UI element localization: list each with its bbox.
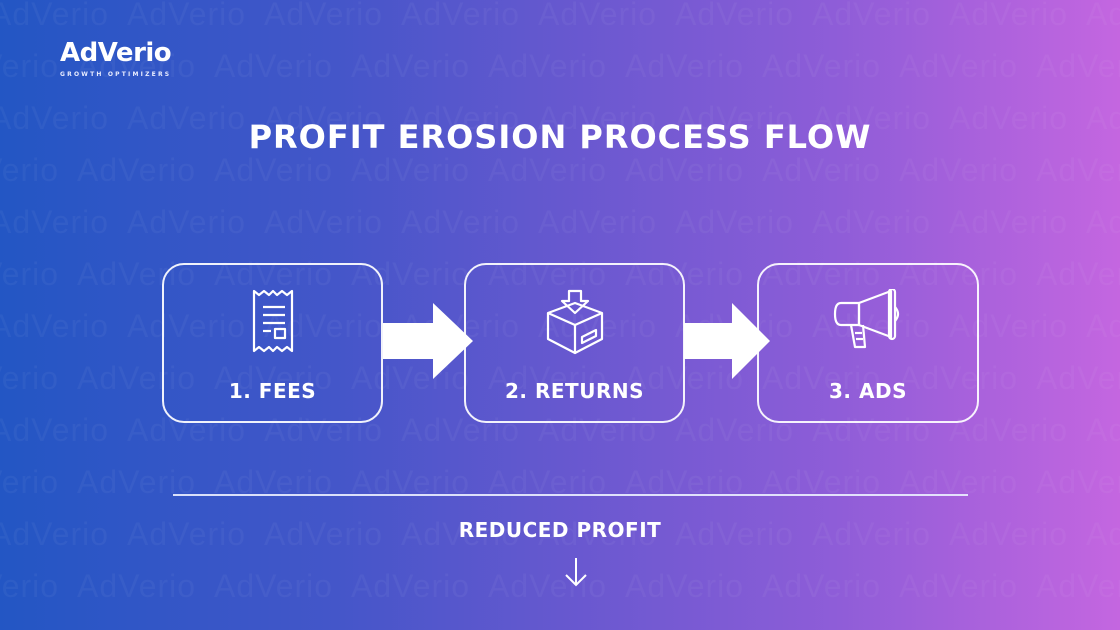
page-title: PROFIT EROSION PROCESS FLOW <box>248 118 872 156</box>
brand-logo: AdVerio GROWTH OPTIMIZERS <box>60 38 172 78</box>
brand-name: AdVerio <box>60 38 172 68</box>
step-label: 1. FEES <box>228 379 317 403</box>
flow-arrow-icon <box>684 303 770 383</box>
watermark-row: AdVerioAdVerioAdVerioAdVerioAdVerioAdVer… <box>0 152 1120 189</box>
step-returns: 2. RETURNS <box>464 263 685 423</box>
flow-arrow-icon <box>383 303 473 383</box>
step-label: 2. RETURNS <box>505 379 644 403</box>
watermark-row: AdVerioAdVerioAdVerioAdVerioAdVerioAdVer… <box>0 204 1120 241</box>
watermark-row: AdVerioAdVerioAdVerioAdVerioAdVerioAdVer… <box>0 568 1120 605</box>
divider-line <box>173 494 968 496</box>
step-ads: 3. ADS <box>757 263 979 423</box>
step-fees: 1. FEES <box>162 263 383 423</box>
brand-tagline: GROWTH OPTIMIZERS <box>60 71 172 78</box>
watermark-row: AdVerioAdVerioAdVerioAdVerioAdVerioAdVer… <box>0 0 1120 33</box>
megaphone-icon <box>833 287 903 357</box>
arrow-down-icon <box>563 556 589 592</box>
box-return-icon <box>544 289 606 359</box>
receipt-icon <box>251 289 295 357</box>
step-label: 3. ADS <box>829 379 907 403</box>
result-label: REDUCED PROFIT <box>458 518 662 542</box>
